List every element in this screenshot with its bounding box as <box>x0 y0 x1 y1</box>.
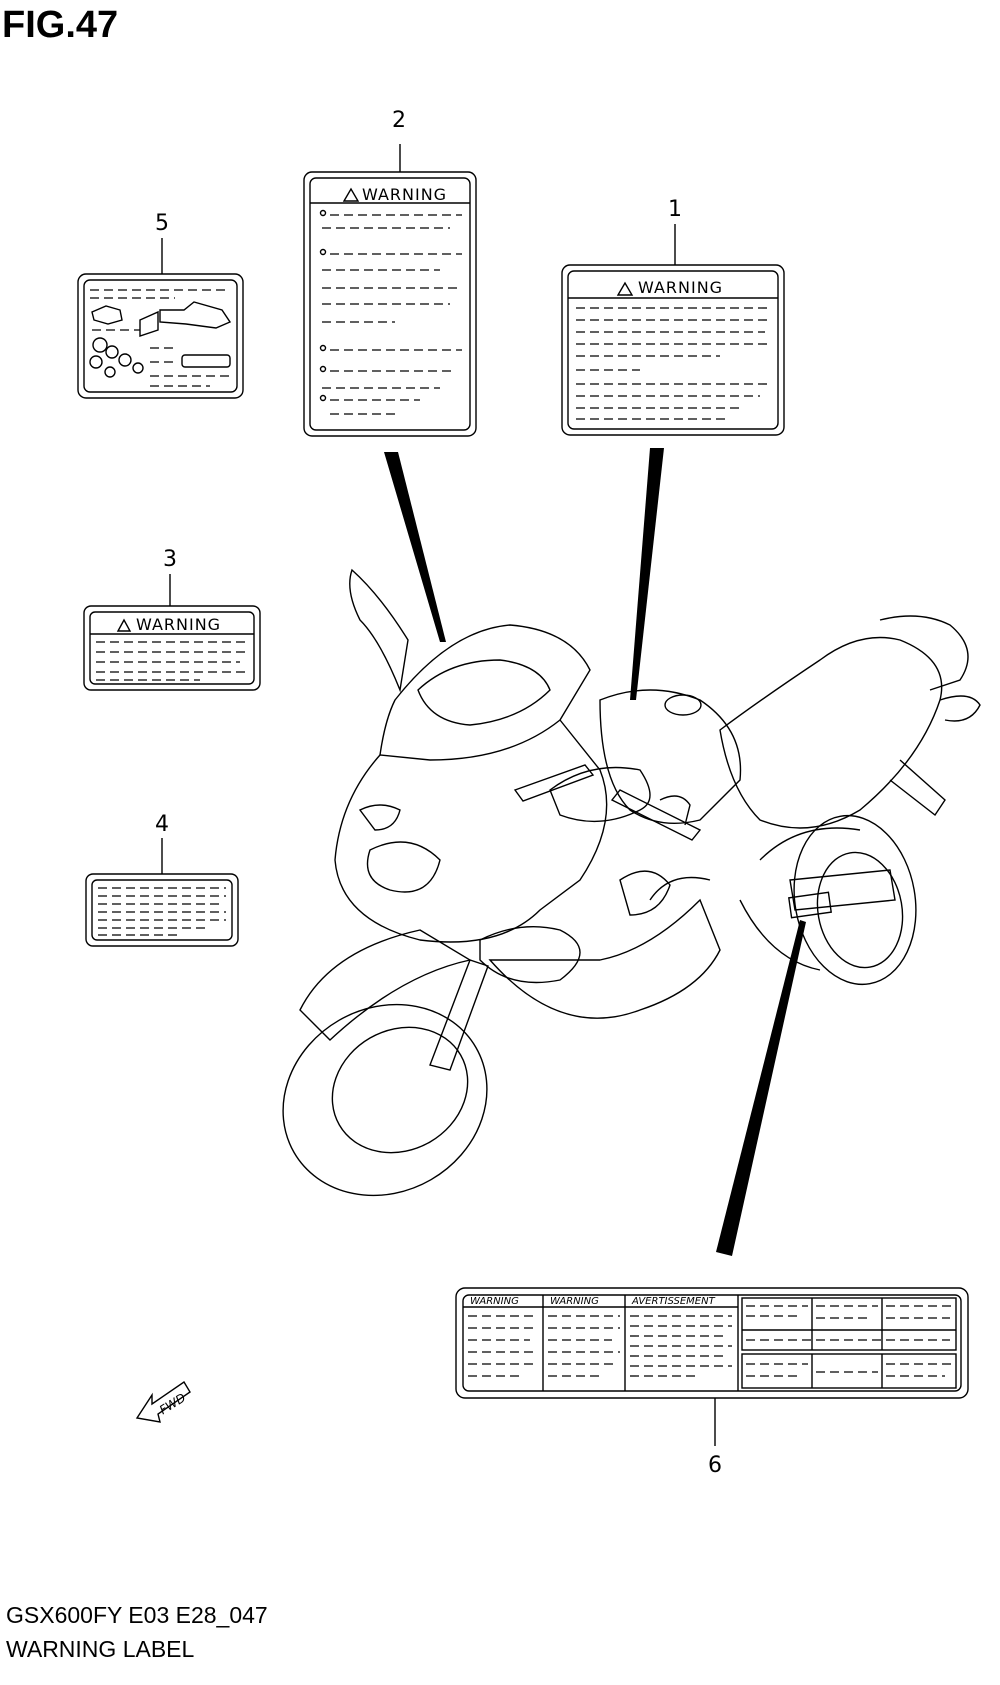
label-2-text-lines <box>319 209 462 415</box>
label-1-text-lines <box>576 307 770 420</box>
label-3-text-lines <box>96 641 248 681</box>
label-2-warning-text: WARNING <box>362 185 447 204</box>
label-3[interactable]: WARNING 3 <box>83 547 261 691</box>
fwd-arrow-icon: FWD <box>135 1381 191 1423</box>
callout-1: 1 <box>668 197 682 222</box>
callout-4: 4 <box>155 812 169 837</box>
label-4-text-lines <box>98 887 226 936</box>
figure-title: FIG.47 <box>2 4 119 46</box>
footer-figure-name: WARNING LABEL <box>6 1636 195 1662</box>
label-1[interactable]: WARNING 1 <box>561 197 785 436</box>
label-2[interactable]: WARNING 2 <box>303 108 477 437</box>
footer-model-code: GSX600FY E03 E28_047 <box>6 1602 268 1628</box>
callout-2: 2 <box>392 108 406 133</box>
label-6-warning-2: WARNING <box>550 1296 599 1307</box>
label-4[interactable]: 4 <box>85 812 239 947</box>
pointer-wedges <box>384 448 806 1256</box>
callout-5: 5 <box>155 211 169 236</box>
label-6-text-lines <box>468 1315 732 1377</box>
label-6-warning-1: WARNING <box>470 1296 519 1307</box>
motorcycle-outline <box>282 568 981 1197</box>
label-5-schematic <box>89 289 232 387</box>
label-6-avertissement: AVERTISSEMENT <box>631 1296 716 1307</box>
callout-6: 6 <box>708 1453 722 1478</box>
label-6[interactable]: WARNING WARNING AVERTISSEMENT <box>455 1287 969 1478</box>
label-6-spec-tables <box>741 1297 957 1389</box>
label-1-warning-text: WARNING <box>638 278 723 297</box>
callout-3: 3 <box>163 547 177 572</box>
label-3-warning-text: WARNING <box>136 615 221 634</box>
label-5[interactable]: 5 <box>77 211 244 399</box>
